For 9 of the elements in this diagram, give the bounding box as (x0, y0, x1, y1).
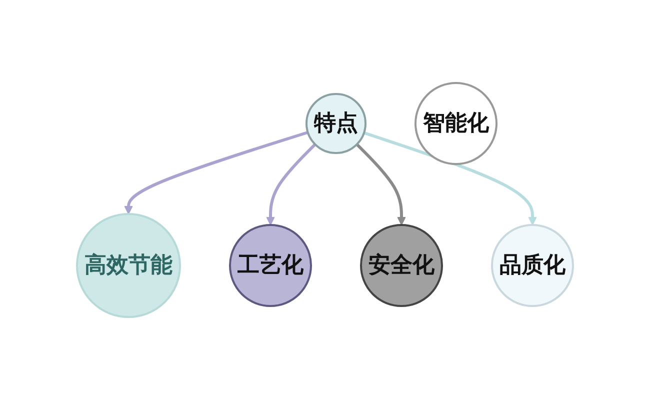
arrow (124, 130, 308, 214)
node-circle: 品质化 (491, 224, 574, 307)
node-circle: 安全化 (360, 224, 443, 307)
node-circle: 高效节能 (76, 213, 181, 318)
node-circle: 工艺化 (229, 224, 312, 307)
arrow (266, 143, 316, 226)
arrow (356, 143, 406, 226)
node-circle: 智能化 (414, 82, 498, 165)
arrow (364, 131, 537, 226)
